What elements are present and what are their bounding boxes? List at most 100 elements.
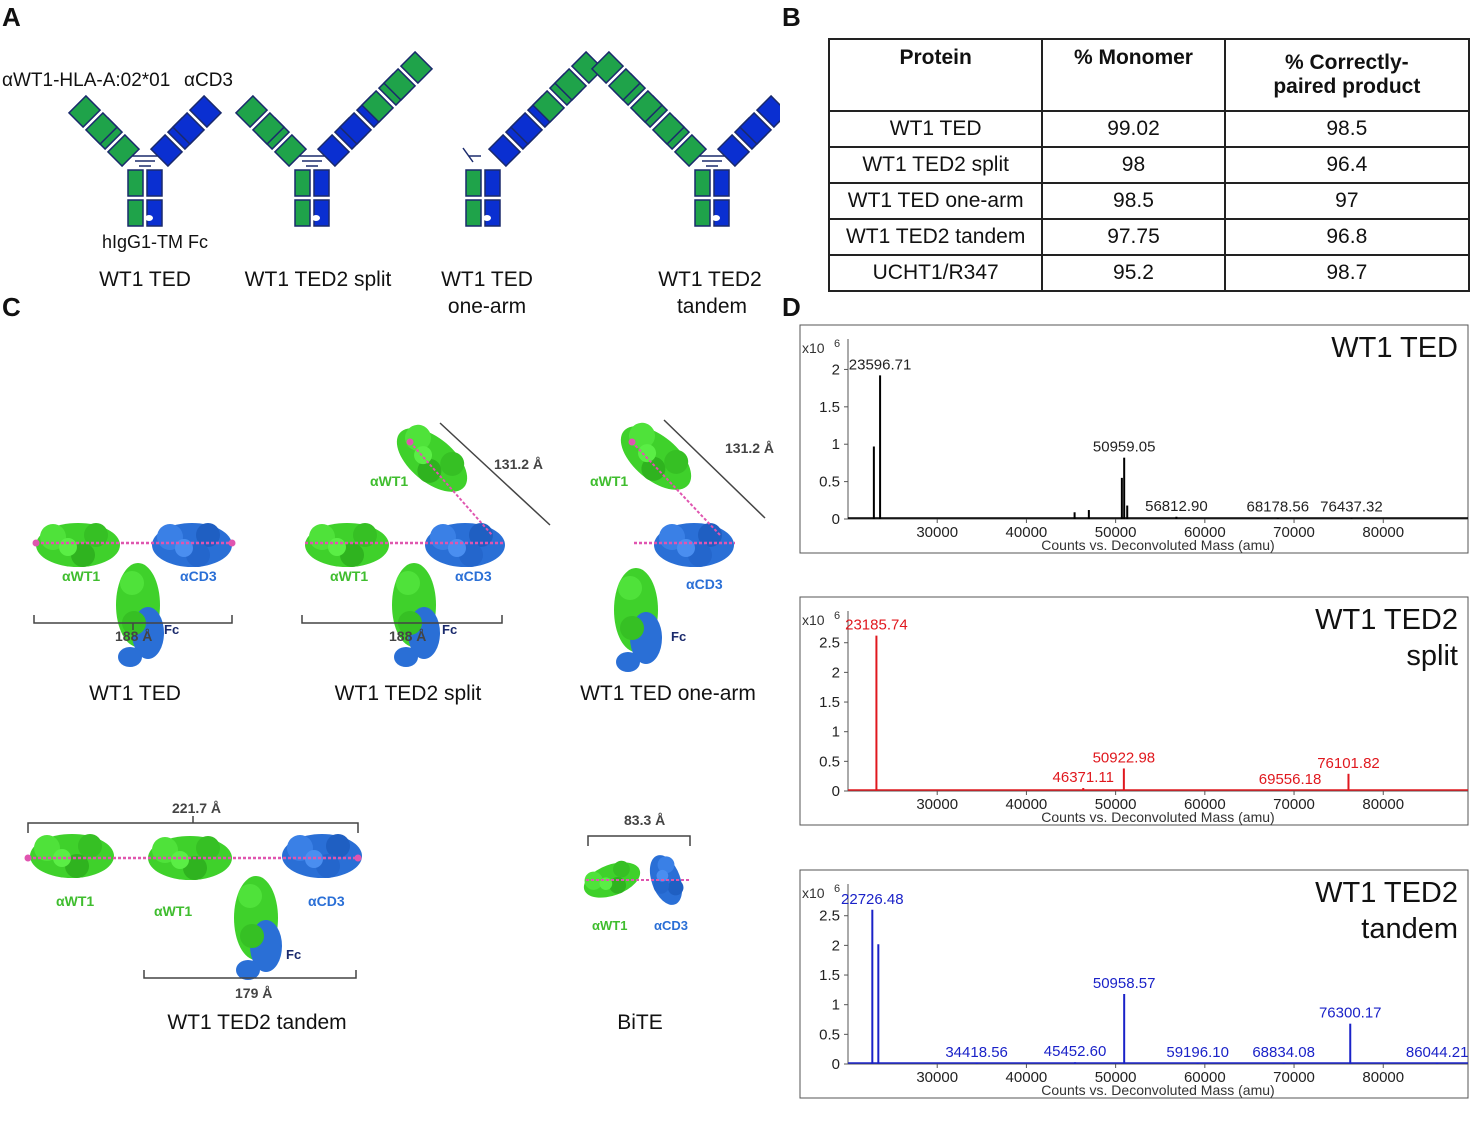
peak-label: 76300.17: [1319, 1005, 1382, 1022]
peak-label: 59196.10: [1166, 1044, 1229, 1061]
construct-title-4a: WT1 TED2: [658, 268, 762, 291]
cell-paired: 96.8: [1223, 218, 1471, 256]
c-title-wt1-ted-one-arm: WT1 TED one-arm: [580, 682, 756, 705]
y-tick-label: 0: [832, 1056, 840, 1073]
x-tick-label: 40000: [1006, 796, 1048, 813]
cell-protein: WT1 TED: [827, 110, 1044, 148]
x-tick-label: 80000: [1362, 524, 1404, 541]
y-tick-label: 0: [832, 511, 840, 528]
panel-letter-d: D: [782, 292, 801, 322]
schematic-wt1-ted: [68, 95, 222, 227]
peak-label: 76101.82: [1317, 755, 1380, 772]
x-tick-label: 30000: [916, 1069, 958, 1086]
schematic-wt1-ted2-split: [235, 51, 433, 227]
table-header-row: Protein % Monomer % Correctly-paired pro…: [827, 38, 1471, 112]
y-tick-label: 0: [832, 783, 840, 800]
peak-label: 50958.57: [1093, 975, 1156, 992]
table-row: WT1 TED one-arm 98.5 97: [827, 182, 1471, 220]
y-tick-label: 2.5: [819, 908, 840, 925]
cell-monomer: 99.02: [1041, 110, 1226, 148]
peak-label: 50922.98: [1093, 749, 1156, 766]
x-tick-label: 30000: [916, 796, 958, 813]
cell-protein: WT1 TED2 split: [827, 146, 1044, 184]
properties-table: Protein % Monomer % Correctly-paired pro…: [827, 38, 1471, 292]
cell-monomer: 98: [1041, 146, 1226, 184]
peak-label: 23596.71: [849, 356, 912, 373]
label-hlgg1-fc: hIgG1-TM Fc: [102, 232, 209, 252]
y-tick-label: 2: [832, 361, 840, 378]
y-tick-label: 2: [832, 937, 840, 954]
x-tick-label: 50000: [1095, 796, 1137, 813]
spectrum-frame: [799, 324, 1469, 554]
c-label-acd3: αCD3: [180, 568, 217, 584]
cell-protein: WT1 TED2 tandem: [827, 218, 1044, 256]
structure-bite: [579, 835, 691, 910]
peak-label: 86044.21: [1406, 1044, 1469, 1061]
peak-label: 45452.60: [1044, 1043, 1107, 1060]
c-label-acd3-onearm: αCD3: [686, 576, 723, 592]
peak-label: 76437.32: [1320, 499, 1383, 516]
x-tick-label: 70000: [1273, 1069, 1315, 1086]
table-row: WT1 TED2 tandem 97.75 96.8: [827, 218, 1471, 256]
multiplier-exponent: 6: [834, 338, 840, 350]
x-tick-label: 40000: [1006, 524, 1048, 541]
c-label-awt1-bite: αWT1: [592, 918, 628, 933]
y-tick-label: 0.5: [819, 1026, 840, 1043]
x-tick-label: 80000: [1362, 796, 1404, 813]
cell-monomer: 98.5: [1041, 182, 1226, 220]
c-label-fc: Fc: [164, 622, 180, 637]
spectrum-title: WT1 TED2: [1315, 604, 1458, 636]
c-label-188: 188 Å: [115, 628, 153, 644]
y-tick-label: 1.5: [819, 967, 840, 984]
x-tick-label: 80000: [1362, 1069, 1404, 1086]
x-tick-label: 50000: [1095, 524, 1137, 541]
construct-title-4b: tandem: [676, 295, 748, 318]
x-tick-label: 30000: [916, 524, 958, 541]
structure-wt1-ted2-split: [301, 416, 551, 667]
c-title-bite: BiTE: [617, 1011, 663, 1034]
cell-monomer: 97.75: [1041, 218, 1226, 256]
c-label-acd3-split: αCD3: [455, 568, 492, 584]
c-label-fc-split: Fc: [442, 622, 458, 637]
spectrum-title: tandem: [1361, 913, 1458, 945]
c-title-wt1-ted2-split: WT1 TED2 split: [334, 682, 482, 705]
peak-label: 68834.08: [1252, 1044, 1315, 1061]
panel-letter-c: C: [2, 292, 21, 322]
multiplier-label: x10: [802, 340, 825, 356]
y-tick-label: 1: [832, 724, 840, 741]
spectrum-frame: [799, 596, 1469, 826]
x-tick-label: 60000: [1184, 796, 1226, 813]
peak-label: 46371.11: [1053, 769, 1114, 786]
construct-title-1: WT1 TED: [99, 268, 191, 291]
peak-label: 50959.05: [1093, 439, 1156, 456]
c-label-acd3-bite: αCD3: [654, 918, 688, 933]
c-title-wt1-ted: WT1 TED: [89, 682, 181, 705]
y-tick-label: 1.5: [819, 694, 840, 711]
c-label-awt1-tandem-a: αWT1: [56, 893, 95, 909]
multiplier-label: x10: [802, 612, 825, 628]
cell-paired: 97: [1223, 182, 1471, 220]
c-label-fc-onearm: Fc: [671, 629, 687, 644]
y-tick-label: 0.5: [819, 474, 840, 491]
multiplier-label: x10: [802, 885, 825, 901]
y-tick-label: 0.5: [819, 753, 840, 770]
label-awt1-hla: αWT1-HLA-A:02*01: [2, 70, 171, 91]
header-protein: Protein: [827, 38, 1044, 112]
peak-label: 22726.48: [841, 891, 904, 908]
x-tick-label: 60000: [1184, 524, 1226, 541]
structure-wt1-ted-one-arm: [609, 414, 766, 672]
peak-label: 69556.18: [1259, 771, 1322, 788]
c-label-179: 179 Å: [235, 985, 273, 1001]
cell-paired: 98.7: [1223, 254, 1471, 292]
c-label-188-split: 188 Å: [389, 628, 427, 644]
cell-monomer: 95.2: [1041, 254, 1226, 292]
table-row: WT1 TED 99.02 98.5: [827, 110, 1471, 148]
spectrum-title: split: [1406, 640, 1458, 672]
multiplier-exponent: 6: [834, 883, 840, 895]
structure-wt1-ted: [32, 523, 236, 667]
panel-c-structures: [24, 414, 766, 980]
peak-label: 68178.56: [1247, 499, 1310, 516]
spectrum-title: WT1 TED2: [1315, 877, 1458, 909]
c-title-wt1-ted2-tandem: WT1 TED2 tandem: [167, 1011, 347, 1034]
x-tick-label: 70000: [1273, 796, 1315, 813]
